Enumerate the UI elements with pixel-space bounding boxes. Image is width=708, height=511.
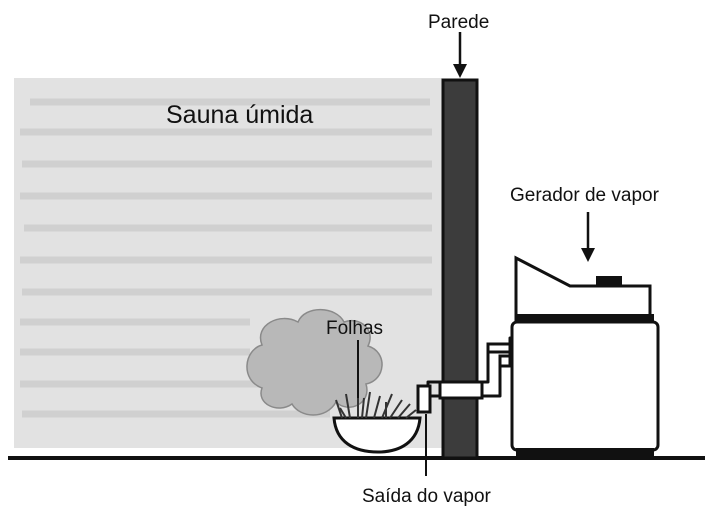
pipe-outlet: [416, 384, 432, 414]
pipe-elbow-inner: [498, 354, 514, 396]
pointer-generator: [581, 212, 595, 262]
steam-cloud: [246, 308, 383, 416]
wall: [441, 78, 479, 460]
leaves-bowl: [332, 390, 422, 454]
label-steam-outlet: Saída do vapor: [362, 486, 492, 507]
label-leaves: Folhas: [326, 318, 383, 339]
label-generator: Gerador de vapor: [510, 185, 660, 206]
pointer-wall: [453, 32, 467, 78]
label-wall: Parede: [428, 12, 489, 33]
pipe-elbow: [486, 342, 514, 382]
steam-generator: [510, 255, 660, 456]
pipe-through-wall: [438, 380, 484, 400]
label-sauna: Sauna úmida: [166, 101, 313, 129]
